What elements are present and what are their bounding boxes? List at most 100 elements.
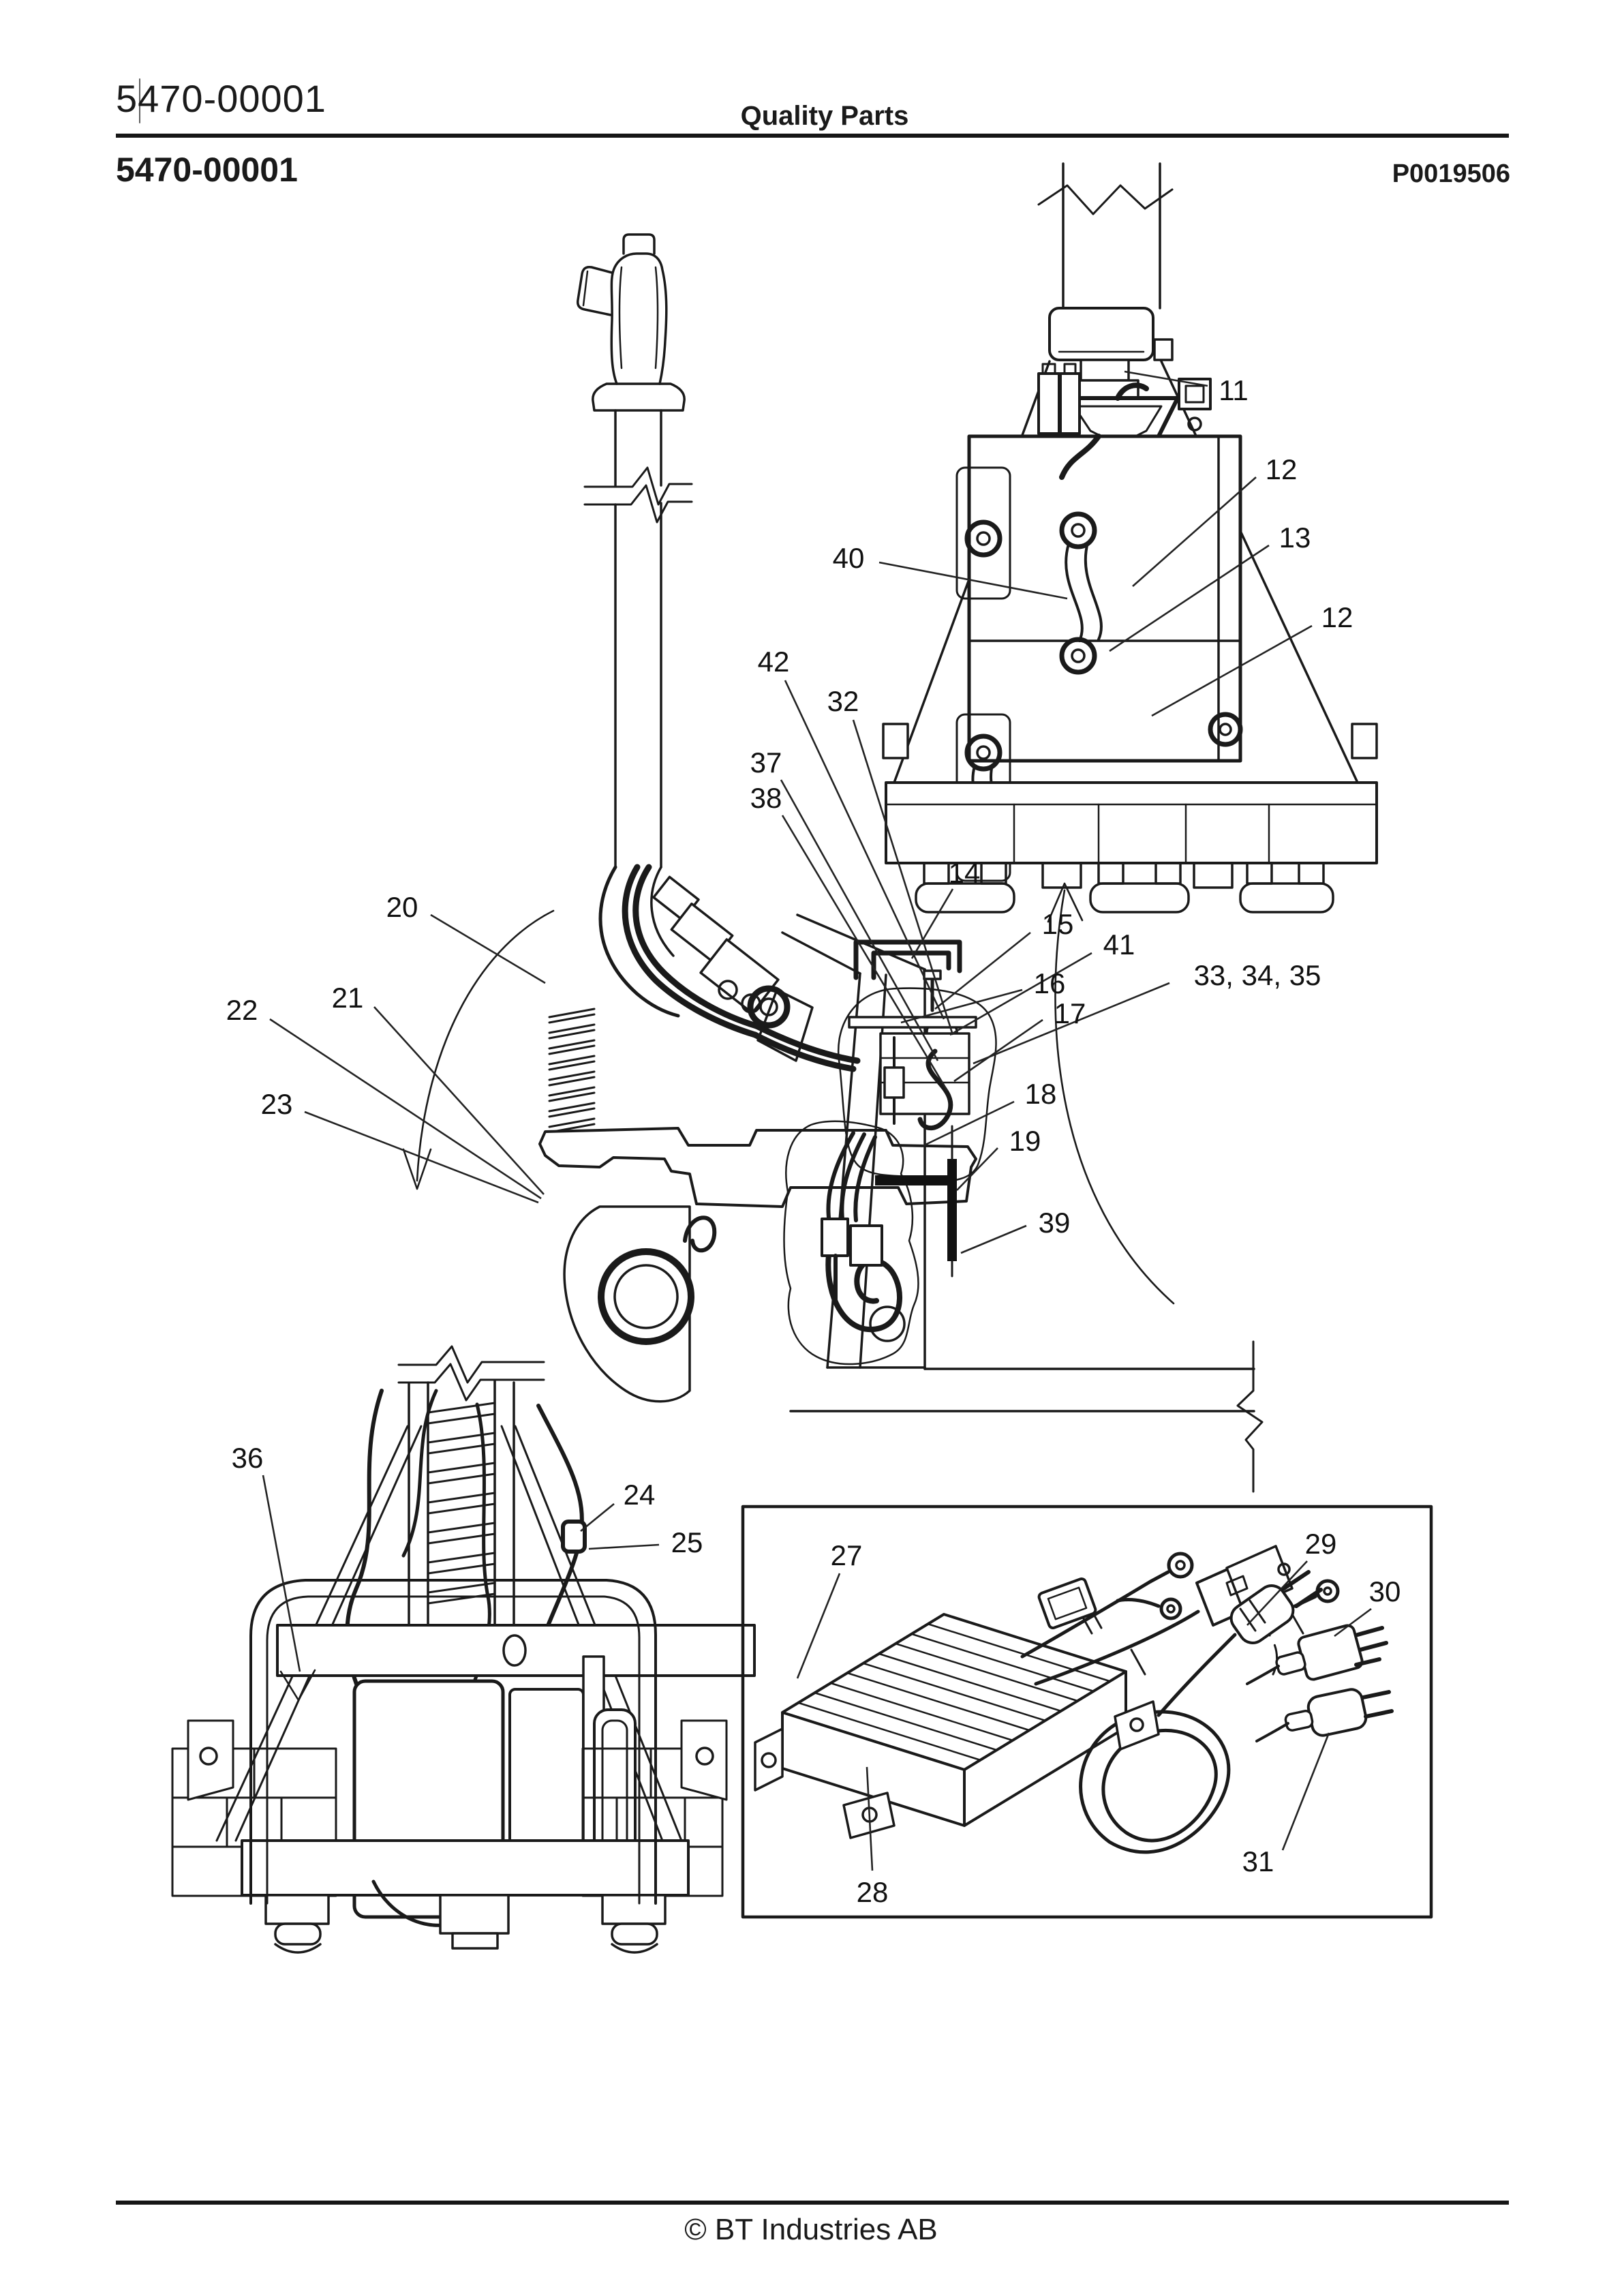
leader-line-30 bbox=[1334, 1607, 1372, 1637]
callout-label-22: 22 bbox=[226, 994, 258, 1026]
callout-label-18: 18 bbox=[1025, 1078, 1057, 1110]
tiller-base-casting bbox=[538, 1127, 977, 1208]
footer-copyright: © BT Industries AB bbox=[684, 2213, 938, 2246]
tiller-head-assembly bbox=[598, 864, 861, 1072]
cable-loop bbox=[825, 1252, 902, 1332]
leader-line-39 bbox=[960, 1224, 1027, 1254]
leader-line-19 bbox=[956, 1147, 998, 1191]
callout-label-40: 40 bbox=[833, 542, 865, 574]
drive-motor bbox=[563, 1205, 717, 1403]
leader-line-25 bbox=[588, 1543, 660, 1550]
callout-label-15: 15 bbox=[1042, 908, 1074, 940]
callout-label-16: 16 bbox=[1034, 967, 1066, 999]
crossbar bbox=[276, 1624, 756, 1677]
leader-line-37 bbox=[780, 779, 939, 1061]
battery-lock-bracket-assembly bbox=[838, 939, 997, 1182]
callout-label-19: 19 bbox=[1009, 1125, 1041, 1157]
callout-label-12: 12 bbox=[1266, 453, 1298, 485]
callout-label-14: 14 bbox=[949, 857, 981, 889]
arc-arrow-down bbox=[416, 909, 555, 1182]
callout-label-37: 37 bbox=[750, 746, 782, 779]
handle-cable bbox=[632, 864, 760, 1029]
battery-box bbox=[955, 434, 1243, 882]
leader-line-17 bbox=[953, 1018, 1043, 1083]
callout-label-41: 41 bbox=[1103, 928, 1135, 961]
t-bracket-strip bbox=[947, 1159, 957, 1261]
connector-housing bbox=[821, 1218, 849, 1257]
callout-label-24: 24 bbox=[624, 1479, 656, 1511]
s-wire bbox=[917, 1048, 953, 1131]
leader-line-42 bbox=[784, 680, 945, 1020]
leader-line-40 bbox=[878, 561, 1068, 600]
callout-label-23: 23 bbox=[261, 1088, 293, 1120]
leader-36-arrowhead bbox=[279, 1669, 316, 1702]
leader-line-14 bbox=[911, 888, 954, 959]
callout-label-12: 12 bbox=[1321, 601, 1353, 633]
leader-line-41 bbox=[949, 952, 1092, 1036]
front-wheels bbox=[264, 1894, 667, 1954]
tiller-spring bbox=[548, 1008, 596, 1134]
leader-line-29 bbox=[1246, 1560, 1308, 1626]
ring-terminal bbox=[1167, 1552, 1194, 1579]
leader-line-32 bbox=[852, 719, 954, 1036]
leader-line-21 bbox=[373, 1006, 545, 1195]
callout-label-17: 17 bbox=[1054, 997, 1086, 1029]
callout-label-28: 28 bbox=[857, 1876, 889, 1908]
callout-label-20: 20 bbox=[386, 891, 418, 923]
tiller-shaft bbox=[583, 409, 693, 868]
wiring-and-bracket bbox=[783, 1120, 957, 1365]
leader-line-31 bbox=[1281, 1732, 1330, 1851]
uk-plug bbox=[1246, 1624, 1388, 1685]
leader-line-36 bbox=[262, 1475, 301, 1672]
inline-connector bbox=[1037, 1577, 1097, 1629]
inset-border bbox=[741, 1505, 1433, 1919]
callout-label-11: 11 bbox=[1219, 374, 1249, 406]
protective-cage bbox=[249, 1579, 657, 1905]
charger-inset bbox=[741, 1505, 1433, 1919]
callout-label-30: 30 bbox=[1369, 1575, 1401, 1607]
callout-label-32: 32 bbox=[827, 685, 859, 717]
callout-label-33-34-35: 33, 34, 35 bbox=[1194, 959, 1321, 991]
leader-line-11 bbox=[1124, 370, 1208, 387]
callout-label-31: 31 bbox=[1242, 1845, 1274, 1877]
callout-label-13: 13 bbox=[1279, 522, 1311, 554]
euro-plug bbox=[1229, 1570, 1323, 1644]
header-doc-number: 5470-00001 bbox=[116, 77, 326, 120]
header-rule bbox=[116, 134, 1509, 138]
rotation-arrows bbox=[402, 882, 1175, 1305]
leader-line-18 bbox=[921, 1100, 1015, 1148]
mast bbox=[408, 1380, 515, 1627]
base-plate bbox=[241, 1839, 690, 1897]
footer-rule bbox=[116, 2201, 1509, 2205]
battery-tray bbox=[882, 723, 1378, 913]
leader-line-15 bbox=[934, 931, 1031, 1010]
leader-line-22 bbox=[269, 1018, 542, 1200]
leader-line-12 bbox=[1151, 624, 1313, 717]
mains-cord bbox=[1079, 1633, 1237, 1854]
two-pin-plug bbox=[1255, 1688, 1394, 1742]
tiller-handle-grip bbox=[576, 233, 686, 412]
leader-line-24 bbox=[580, 1502, 615, 1532]
t-bracket-bar bbox=[875, 1175, 951, 1185]
leader-line-13 bbox=[1109, 544, 1270, 652]
battery-strap bbox=[1059, 511, 1097, 549]
break-symbol bbox=[1037, 184, 1174, 215]
leader-line-28 bbox=[866, 1766, 874, 1871]
callout-label-39: 39 bbox=[1039, 1207, 1071, 1239]
arc-arrow-up bbox=[1054, 889, 1175, 1305]
leader-line-16 bbox=[900, 988, 1023, 1024]
header-title: Quality Parts bbox=[740, 101, 909, 131]
callout-label-27: 27 bbox=[831, 1539, 863, 1571]
pivot-bolt bbox=[747, 985, 791, 1029]
leader-line-27 bbox=[796, 1573, 841, 1679]
callout-label-21: 21 bbox=[332, 982, 364, 1014]
battery-compartment-view bbox=[882, 162, 1378, 913]
callout-label-29: 29 bbox=[1305, 1528, 1337, 1560]
break-symbol bbox=[397, 1345, 545, 1384]
leader-line-23 bbox=[304, 1111, 539, 1204]
callout-label-25: 25 bbox=[671, 1526, 703, 1558]
fork-beam bbox=[789, 1340, 1264, 1493]
